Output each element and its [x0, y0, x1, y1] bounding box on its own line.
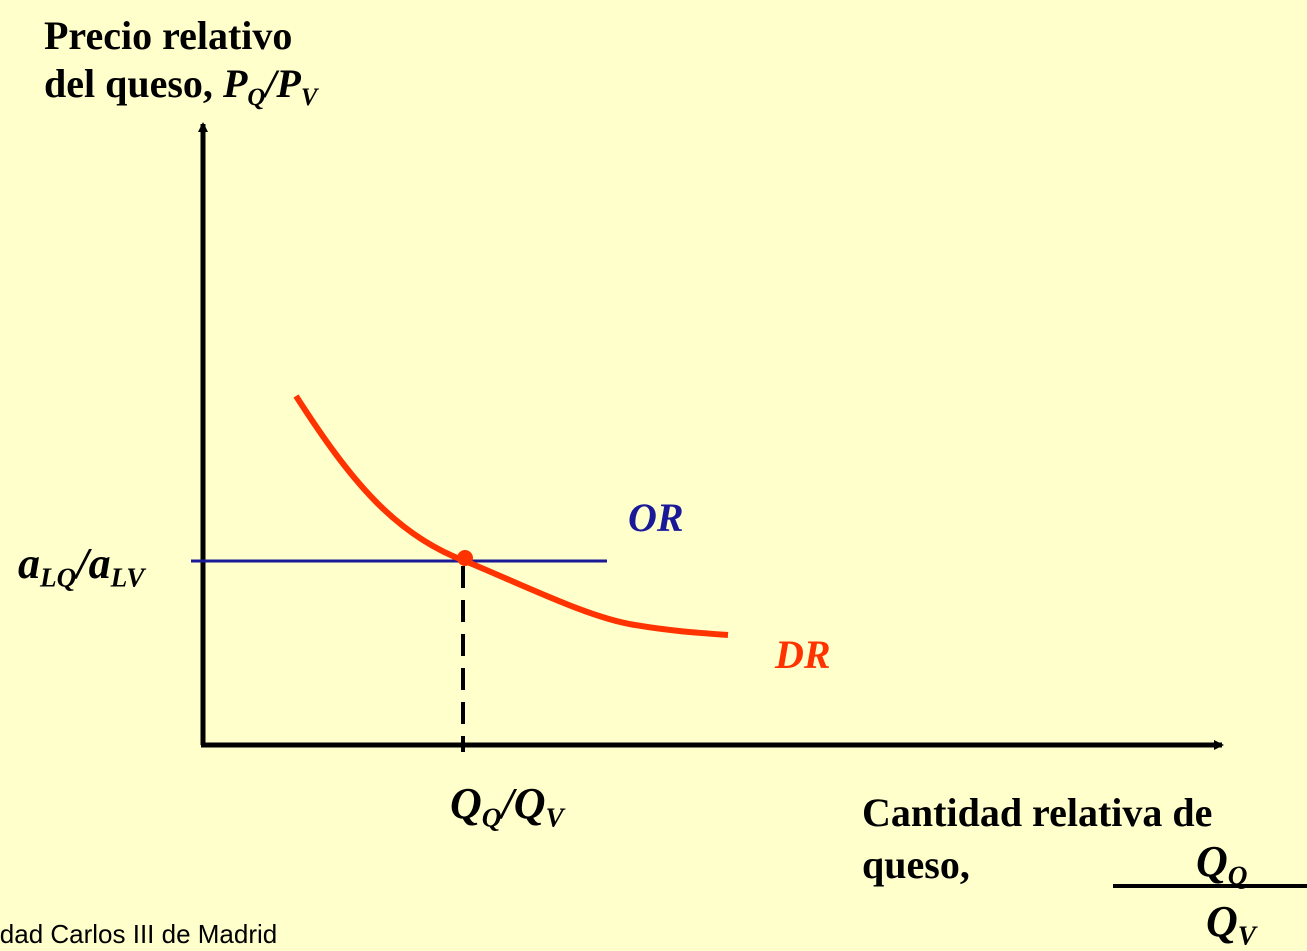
price-level-slash: /	[76, 539, 89, 588]
x-axis-title: Cantidad relativa de queso,	[862, 787, 1212, 891]
y-axis-title: Precio relativo del queso, PQ/PV	[44, 12, 317, 110]
y-axis-var-p2: P	[276, 61, 301, 106]
y-axis-var-p1: P	[222, 61, 248, 106]
price-level-a1: a	[18, 539, 40, 588]
frac-num-sub: Q	[1227, 860, 1248, 891]
frac-den-sub: V	[1237, 920, 1256, 951]
eq-q1: Q	[450, 779, 482, 828]
y-axis-sub-v: V	[300, 83, 318, 111]
demand-curve-dr	[293, 394, 729, 638]
y-axis-title-prefix: del queso,	[44, 61, 223, 106]
eq-sub2: V	[545, 802, 564, 833]
price-level-a2: a	[88, 539, 111, 588]
eq-slash: /	[501, 779, 514, 828]
y-axis-title-line1: Precio relativo	[44, 13, 293, 58]
demand-curve-label: DR	[775, 632, 831, 677]
equilibrium-point	[457, 550, 473, 566]
eq-sub1: Q	[481, 802, 502, 833]
x-axis-title-line1: Cantidad relativa de	[862, 790, 1213, 835]
x-axis-title-line2: queso,	[862, 842, 970, 887]
footer-credit: idad Carlos III de Madrid	[0, 919, 278, 949]
price-level-sub2: LV	[110, 562, 145, 593]
supply-curve-label: OR	[628, 495, 684, 540]
frac-num-q: Q	[1196, 837, 1228, 886]
equilibrium-quantity-label: QQ/QV	[450, 779, 564, 832]
price-level-label: aLQ/aLV	[18, 539, 144, 592]
price-level-sub1: LQ	[40, 562, 77, 593]
y-axis-variable: PQ/PV	[222, 61, 317, 110]
eq-q2: Q	[513, 779, 546, 828]
y-axis-slash: /	[265, 61, 277, 106]
fraction-denominator: QV	[1206, 897, 1256, 950]
fraction-numerator: QQ	[1196, 837, 1247, 890]
y-axis-sub-q: Q	[247, 83, 266, 111]
frac-den-q: Q	[1206, 897, 1238, 946]
y-axis-title-line2: del queso, PQ/PV	[44, 60, 317, 110]
